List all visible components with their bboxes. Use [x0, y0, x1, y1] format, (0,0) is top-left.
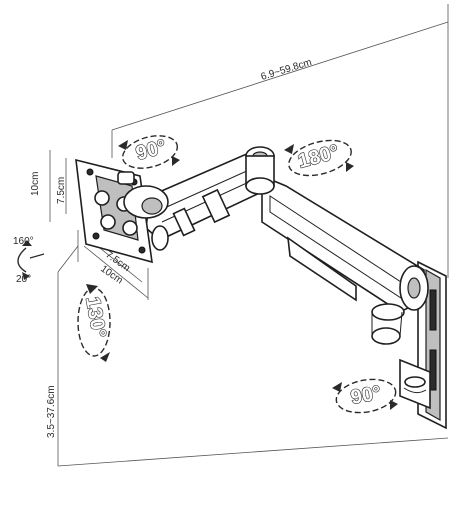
rotation-arm-right-label: 180° [296, 141, 342, 173]
tilt-indicator: 160° 20° [13, 236, 45, 285]
vesa-height-75-label: 7.5cm [56, 177, 67, 204]
rotation-screen-label: 130° [81, 295, 110, 340]
rotation-arrow-icon [332, 382, 342, 392]
tilt-arrow-icon [17, 240, 45, 280]
reach-label: 6.9~59.8cm [260, 57, 313, 83]
height-dimension: 3.5~37.6cm [46, 245, 449, 467]
rotation-arrow-icon [100, 352, 110, 362]
rotation-arrow-icon [86, 284, 98, 294]
rotation-arrow-icon [172, 156, 180, 166]
rotation-wall-badge: 90° [332, 378, 398, 414]
rotation-arrow-icon [284, 144, 294, 154]
upper-arm [145, 146, 275, 241]
vesa-mount [75, 158, 169, 264]
lower-arm [261, 174, 429, 345]
rotation-arrow-icon [118, 140, 128, 150]
wall-bracket [399, 260, 447, 430]
rotation-arm-right-badge: 180° [284, 139, 354, 177]
rotation-arrow-icon [346, 162, 354, 172]
rotation-screen-badge: 130° [77, 284, 111, 362]
rotation-arrow-icon [390, 400, 398, 410]
rotation-wall-label: 90° [349, 382, 383, 409]
tilt-up-label: 160° [13, 236, 34, 247]
rotation-arm-left-badge: 90° [118, 135, 180, 169]
height-label: 3.5~37.6cm [46, 385, 57, 438]
tilt-down-label: 20° [16, 274, 31, 285]
vesa-height-10-label: 10cm [30, 172, 41, 196]
